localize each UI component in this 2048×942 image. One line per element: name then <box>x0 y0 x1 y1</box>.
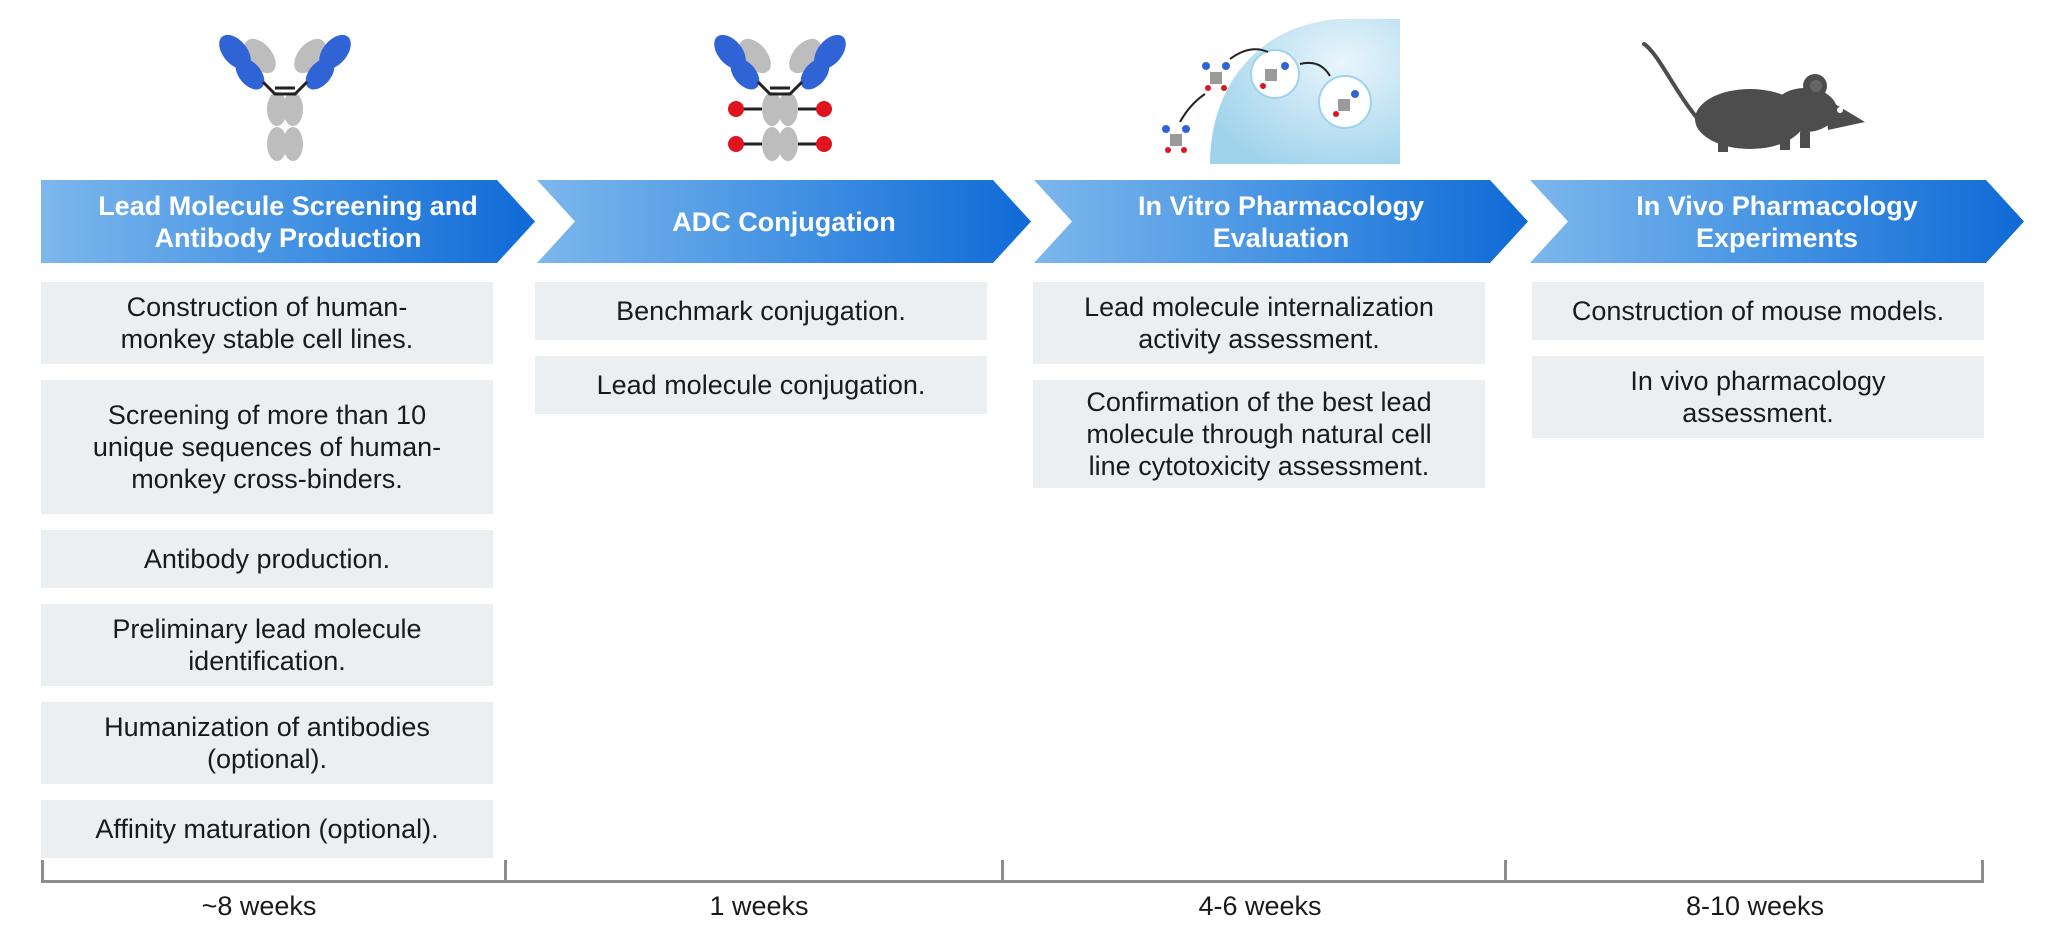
duration-label: 4-6 weeks <box>1198 891 1322 921</box>
mouse-icon <box>1640 14 1870 164</box>
stage-steps-in-vivo-pharmacology: Construction of mouse models. In vivo ph… <box>1532 282 1984 454</box>
stage-title: In Vivo Pharmacology Experiments <box>1636 190 1918 253</box>
stage-header-lead-molecule-screening: Lead Molecule Screening and Antibody Pro… <box>41 180 535 263</box>
step-box: Construction of mouse models. <box>1532 282 1984 340</box>
stage-steps-lead-molecule-screening: Construction of human- monkey stable cel… <box>41 282 493 874</box>
step-box: Preliminary lead molecule identification… <box>41 604 493 686</box>
step-box: Benchmark conjugation. <box>535 282 987 340</box>
step-box: Confirmation of the best lead molecule t… <box>1033 380 1485 488</box>
duration-label: 1 weeks <box>709 891 809 921</box>
step-box: Affinity maturation (optional). <box>41 800 493 858</box>
step-box: In vivo pharmacology assessment. <box>1532 356 1984 438</box>
cell-internalization-icon <box>1150 14 1400 164</box>
adc-conjugate-icon <box>700 14 860 164</box>
stage-header-in-vitro-pharmacology: In Vitro Pharmacology Evaluation <box>1034 180 1528 263</box>
step-box: Lead molecule internalization activity a… <box>1033 282 1485 364</box>
antibody-icon <box>205 14 365 164</box>
duration-label: ~8 weeks <box>201 891 317 921</box>
step-box: Construction of human- monkey stable cel… <box>41 282 493 364</box>
step-box: Lead molecule conjugation. <box>535 356 987 414</box>
stage-header-in-vivo-pharmacology: In Vivo Pharmacology Experiments <box>1530 180 2024 263</box>
step-box: Screening of more than 10 unique sequenc… <box>41 380 493 514</box>
step-box: Antibody production. <box>41 530 493 588</box>
stage-title: ADC Conjugation <box>672 206 896 237</box>
stage-title: Lead Molecule Screening and Antibody Pro… <box>98 190 478 253</box>
stage-steps-adc-conjugation: Benchmark conjugation. Lead molecule con… <box>535 282 987 430</box>
step-box: Humanization of antibodies (optional). <box>41 702 493 784</box>
duration-label: 8-10 weeks <box>1685 891 1825 921</box>
stage-steps-in-vitro-pharmacology: Lead molecule internalization activity a… <box>1033 282 1485 504</box>
timeline-axis <box>41 856 1984 883</box>
stage-title: In Vitro Pharmacology Evaluation <box>1137 190 1425 253</box>
stage-header-adc-conjugation: ADC Conjugation <box>537 180 1031 263</box>
